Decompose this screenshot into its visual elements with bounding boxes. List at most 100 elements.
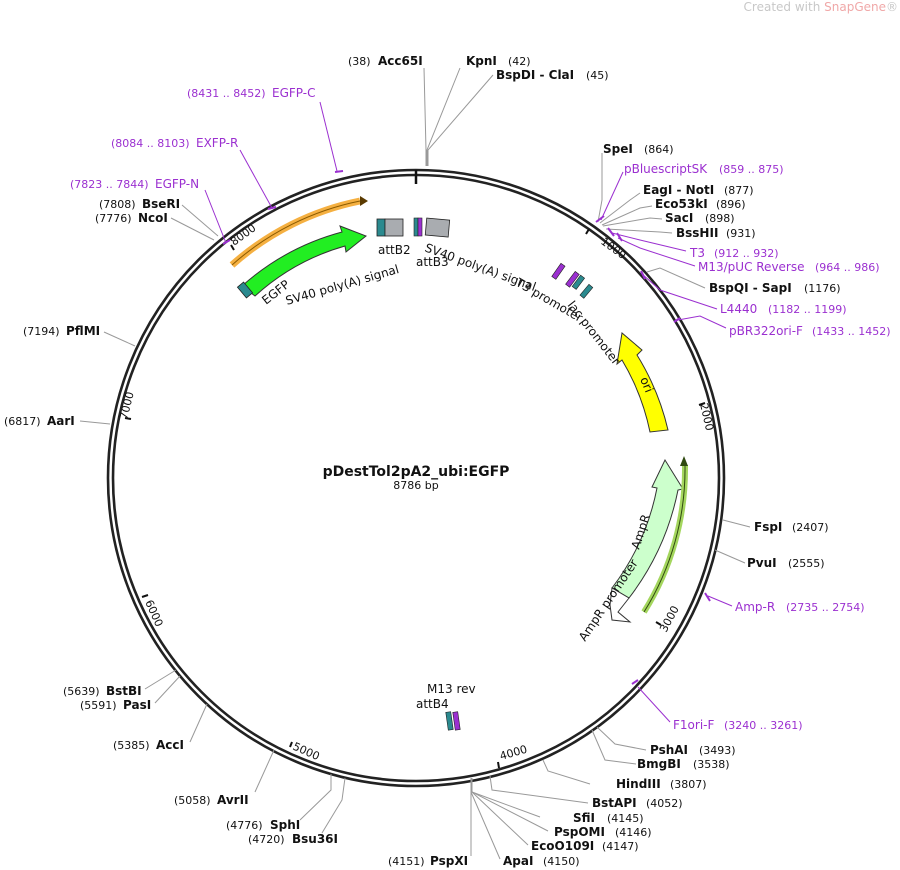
- enzyme-line-pvui: [714, 549, 746, 564]
- primer-line-egfp-c: [319, 101, 338, 172]
- primer-t3[interactable]: T3 (912 .. 932): [689, 246, 779, 260]
- enzyme-bmgbi[interactable]: BmgBI (3538): [637, 757, 730, 771]
- primer-name-l4440: L4440: [720, 302, 757, 316]
- feature-label-m13rev: M13 rev: [427, 682, 476, 696]
- primer-pbr322ori-f[interactable]: pBR322ori-F (1433 .. 1452): [729, 324, 891, 338]
- primer-mark-t3: [607, 227, 615, 237]
- tick-marks: 1000 2000 3000 4000 5000 6000 7000 8000: [117, 221, 716, 769]
- primer-pos-exfp-r: (8084 .. 8103): [111, 137, 190, 150]
- enzyme-name-pvui: PvuI: [747, 556, 777, 570]
- enzyme-kpni[interactable]: KpnI (42): [466, 54, 531, 68]
- feature-label-attb4: attB4: [416, 697, 449, 711]
- enzyme-line-pshai: [596, 726, 647, 751]
- enzyme-line-sphi: [299, 774, 332, 821]
- enzyme-aari[interactable]: (6817) AarI: [4, 414, 75, 428]
- primer-l4440[interactable]: L4440 (1182 .. 1199): [720, 302, 847, 316]
- enzyme-pflmi[interactable]: (7194) PflMI: [23, 324, 100, 338]
- primer-name-egfp-c: EGFP-C: [272, 86, 315, 100]
- tick-7000-mark: [124, 417, 132, 420]
- enzyme-line-acci: [189, 703, 208, 743]
- enzyme-pshai[interactable]: PshAI (3493): [650, 743, 736, 757]
- primer-pos-amp-r: (2735 .. 2754): [786, 601, 865, 614]
- enzyme-apai[interactable]: ApaI (4150): [503, 854, 580, 868]
- sv40-left-box: [384, 218, 404, 237]
- lac-marker-c: [579, 283, 594, 299]
- enzyme-pos-bstbi: (5639): [63, 685, 100, 698]
- enzyme-pspomi[interactable]: PspOMI (4146): [554, 825, 652, 839]
- ampr-feature-arrow[interactable]: [611, 458, 684, 599]
- feature-label-ampr-promoter: AmpR promoter: [576, 557, 641, 644]
- enzyme-eagi-noti[interactable]: EagI - NotI (877): [643, 183, 754, 197]
- watermark-prefix: Created with: [743, 0, 825, 14]
- egfp-feature-arrow[interactable]: [241, 225, 367, 297]
- primer-name-pbluescriptsk: pBluescriptSK: [624, 162, 708, 176]
- enzyme-line-pasi: [154, 675, 181, 704]
- primer-f1ori-f[interactable]: F1ori-F (3240 .. 3261): [673, 718, 803, 732]
- enzyme-spei[interactable]: SpeI (864): [603, 142, 674, 156]
- enzyme-line-avrii: [254, 749, 275, 793]
- attb3-marker-b: [417, 217, 423, 237]
- enzyme-hindiii[interactable]: HindIII (3807): [616, 777, 707, 791]
- enzyme-ecoo109i[interactable]: EcoO109I (4147): [531, 839, 639, 853]
- enzyme-name-eagi-noti: EagI - NotI: [643, 183, 714, 197]
- tick-3000-mark: [655, 621, 662, 626]
- enzyme-bstapi[interactable]: BstAPI (4052): [592, 796, 683, 810]
- ori-feature-arrow[interactable]: [616, 332, 669, 433]
- enzyme-pasi[interactable]: (5591) PasI: [80, 698, 151, 712]
- primer-mark-egfp-c: [334, 170, 344, 173]
- enzyme-avrii[interactable]: (5058) AvrII: [174, 793, 249, 807]
- enzyme-bsshii[interactable]: BssHII (931): [676, 226, 756, 240]
- enzyme-pos-bsu36i: (4720): [248, 833, 285, 846]
- enzyme-bstbi[interactable]: (5639) BstBI: [63, 684, 142, 698]
- tick-8000-mark: [230, 244, 235, 251]
- enzyme-acci[interactable]: (5385) AccI: [113, 738, 184, 752]
- primer-m13-puc-reverse[interactable]: M13/pUC Reverse (964 .. 986): [698, 260, 880, 274]
- lac-marker-a: [565, 270, 580, 288]
- enzyme-name-ncoi: NcoI: [138, 211, 168, 225]
- enzyme-pos-bspdi-clai: (45): [586, 69, 609, 82]
- enzyme-name-apai: ApaI: [503, 854, 533, 868]
- enzyme-bspqi-sapi[interactable]: BspQI - SapI (1176): [709, 281, 841, 295]
- enzyme-ncoi[interactable]: (7776) NcoI: [95, 211, 168, 225]
- enzyme-beseri[interactable]: (7808) BseRI: [99, 197, 180, 211]
- primer-pbluescriptsk[interactable]: pBluescriptSK (859 .. 875): [624, 162, 784, 176]
- enzyme-pos-pspxi: (4151): [388, 855, 425, 868]
- primer-pos-pbr322ori-f: (1433 .. 1452): [812, 325, 891, 338]
- primer-name-f1ori-f: F1ori-F: [673, 718, 714, 732]
- primer-amp-r[interactable]: Amp-R (2735 .. 2754): [735, 600, 865, 614]
- enzyme-acc65i[interactable]: (38) Acc65I: [348, 54, 423, 68]
- primer-egfp-n[interactable]: (7823 .. 7844) EGFP-N: [70, 177, 199, 191]
- primer-mark-f1ori: [631, 679, 639, 685]
- ampr-promoter-arrow[interactable]: [609, 587, 632, 623]
- enzyme-line-ecoo109i: [471, 778, 529, 846]
- enzyme-pspxi[interactable]: (4151) PspXI: [388, 854, 468, 868]
- enzyme-line-saci: [602, 217, 663, 227]
- primer-line-t3: [611, 232, 687, 252]
- egfp-start-marker: [236, 281, 254, 299]
- enzyme-name-pasi: PasI: [123, 698, 151, 712]
- enzyme-line-ncoi: [170, 217, 215, 241]
- tick-2000-label: 2000: [697, 402, 716, 432]
- enzyme-pos-ncoi: (7776): [95, 212, 132, 225]
- enzyme-bsu36i[interactable]: (4720) Bsu36I: [248, 832, 338, 846]
- lac-marker-b: [571, 274, 586, 290]
- enzyme-name-bstapi: BstAPI: [592, 796, 637, 810]
- enzyme-bspdi-clai[interactable]: BspDI - ClaI (45): [496, 68, 609, 82]
- enzyme-pos-eco53ki: (896): [716, 198, 746, 211]
- enzyme-line-bstapi: [489, 775, 589, 804]
- watermark-brand: SnapGene: [824, 0, 886, 14]
- enzyme-line-bspqi: [646, 267, 706, 289]
- enzyme-name-bspqi-sapi: BspQI - SapI: [709, 281, 792, 295]
- enzyme-sphi[interactable]: (4776) SphI: [226, 818, 300, 832]
- enzyme-fspi[interactable]: FspI (2407): [754, 520, 829, 534]
- enzyme-pvui[interactable]: PvuI (2555): [747, 556, 825, 570]
- primer-egfp-c[interactable]: (8431 .. 8452) EGFP-C: [187, 86, 315, 100]
- enzyme-sfii[interactable]: SfiI (4145): [573, 811, 644, 825]
- enzyme-pos-ecoo109i: (4147): [602, 840, 639, 853]
- primer-exfp-r[interactable]: (8084 .. 8103) EXFP-R: [111, 136, 238, 150]
- attb3-marker-a: [413, 217, 419, 237]
- enzyme-saci[interactable]: SacI (898): [665, 211, 735, 225]
- primer-line-pbr322ori: [677, 315, 727, 329]
- enzyme-eco53ki[interactable]: Eco53kI (896): [655, 197, 746, 211]
